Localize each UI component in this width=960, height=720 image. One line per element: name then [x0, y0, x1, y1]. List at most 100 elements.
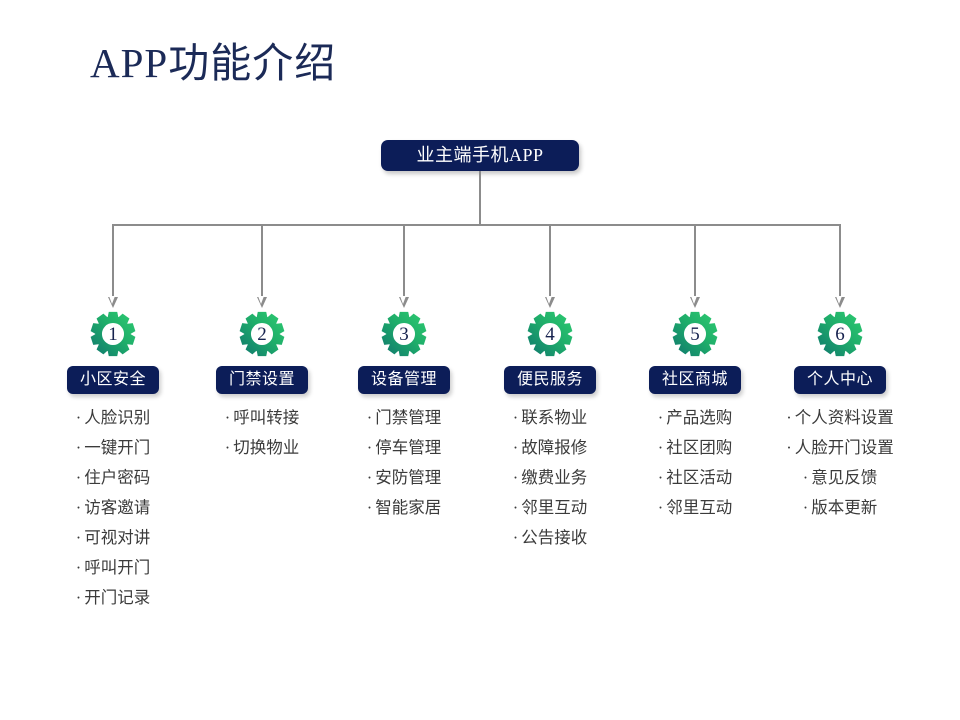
branch-item-list-1: ·人脸识别·一键开门·住户密码·访客邀请·可视对讲·呼叫开门·开门记录	[18, 403, 208, 613]
list-item[interactable]: ·公告接收	[455, 523, 645, 553]
bullet-dot-icon: ·	[512, 438, 519, 457]
list-item[interactable]: ·切换物业	[167, 433, 357, 463]
gear-icon-2[interactable]: 2	[238, 310, 286, 358]
list-item-label: 人脸开门设置	[794, 438, 894, 457]
arrow-head-1	[107, 296, 118, 308]
arrow-head-4	[544, 296, 555, 308]
branch-label-2[interactable]: 门禁设置	[215, 366, 308, 394]
bullet-dot-icon: ·	[786, 408, 792, 427]
list-item-label: 公告接收	[521, 528, 588, 547]
gear-icon-1[interactable]: 1	[89, 310, 137, 358]
list-item[interactable]: ·产品选购	[600, 403, 790, 433]
branch-item-list-6: ·个人资料设置·人脸开门设置·意见反馈·版本更新	[745, 403, 935, 523]
list-item-label: 缴费业务	[521, 468, 588, 487]
connector-root-stem	[479, 171, 481, 224]
branch-label-4[interactable]: 便民服务	[503, 366, 596, 394]
list-item[interactable]: ·一键开门	[18, 433, 208, 463]
list-item[interactable]: ·门禁管理	[309, 403, 499, 433]
connector-horizontal-bus	[113, 224, 840, 226]
list-item-label: 切换物业	[233, 438, 300, 457]
bullet-dot-icon: ·	[75, 588, 82, 607]
list-item-label: 一键开门	[84, 438, 151, 457]
bullet-dot-icon: ·	[512, 528, 519, 547]
list-item-label: 邻里互动	[521, 498, 588, 517]
list-item[interactable]: ·呼叫转接	[167, 403, 357, 433]
list-item-label: 故障报修	[521, 438, 588, 457]
list-item-label: 开门记录	[84, 588, 151, 607]
list-item[interactable]: ·故障报修	[455, 433, 645, 463]
bullet-dot-icon: ·	[366, 408, 373, 427]
list-item-label: 产品选购	[666, 408, 733, 427]
gear-number-6: 6	[835, 324, 845, 345]
bullet-dot-icon: ·	[75, 528, 82, 547]
list-item[interactable]: ·社区团购	[600, 433, 790, 463]
list-item-label: 安防管理	[375, 468, 442, 487]
gear-number-2: 2	[257, 324, 267, 345]
list-item-label: 呼叫开门	[84, 558, 151, 577]
root-node-label: 业主端手机APP	[416, 145, 544, 165]
gear-icon-5[interactable]: 5	[671, 310, 719, 358]
list-item[interactable]: ·版本更新	[745, 493, 935, 523]
bullet-dot-icon: ·	[75, 558, 82, 577]
bullet-dot-icon: ·	[224, 438, 231, 457]
list-item-label: 智能家居	[375, 498, 442, 517]
bullet-dot-icon: ·	[657, 468, 664, 487]
list-item[interactable]: ·邻里互动	[455, 493, 645, 523]
bullet-dot-icon: ·	[802, 498, 809, 517]
list-item-label: 社区团购	[666, 438, 733, 457]
list-item[interactable]: ·住户密码	[18, 463, 208, 493]
list-item[interactable]: ·安防管理	[309, 463, 499, 493]
list-item-label: 联系物业	[521, 408, 588, 427]
list-item[interactable]: ·智能家居	[309, 493, 499, 523]
list-item[interactable]: ·联系物业	[455, 403, 645, 433]
list-item-label: 访客邀请	[84, 498, 151, 517]
list-item-label: 邻里互动	[666, 498, 733, 517]
list-item-label: 版本更新	[811, 498, 878, 517]
branch-label-3[interactable]: 设备管理	[357, 366, 450, 394]
gear-number-4: 4	[545, 324, 555, 345]
gear-icon-4[interactable]: 4	[526, 310, 574, 358]
bullet-dot-icon: ·	[657, 408, 664, 427]
list-item-label: 人脸识别	[84, 408, 151, 427]
list-item[interactable]: ·开门记录	[18, 583, 208, 613]
gear-icon-3[interactable]: 3	[380, 310, 428, 358]
branch-item-list-5: ·产品选购·社区团购·社区活动·邻里互动	[600, 403, 790, 523]
list-item[interactable]: ·可视对讲	[18, 523, 208, 553]
connector-drop-5	[694, 224, 696, 297]
list-item[interactable]: ·社区活动	[600, 463, 790, 493]
branch-label-6[interactable]: 个人中心	[793, 366, 886, 394]
list-item-label: 住户密码	[84, 468, 151, 487]
list-item[interactable]: ·停车管理	[309, 433, 499, 463]
branch-label-5[interactable]: 社区商城	[648, 366, 741, 394]
bullet-dot-icon: ·	[75, 498, 82, 517]
list-item[interactable]: ·邻里互动	[600, 493, 790, 523]
branch-label-1[interactable]: 小区安全	[66, 366, 159, 394]
bullet-dot-icon: ·	[366, 498, 373, 517]
bullet-dot-icon: ·	[802, 468, 809, 487]
gear-number-3: 3	[399, 324, 409, 345]
list-item[interactable]: ·意见反馈	[745, 463, 935, 493]
list-item-label: 社区活动	[666, 468, 733, 487]
list-item[interactable]: ·个人资料设置	[745, 403, 935, 433]
list-item[interactable]: ·缴费业务	[455, 463, 645, 493]
list-item[interactable]: ·人脸识别	[18, 403, 208, 433]
arrow-head-6	[834, 296, 845, 308]
connector-drop-3	[403, 224, 405, 297]
bullet-dot-icon: ·	[512, 408, 519, 427]
branch-item-list-3: ·门禁管理·停车管理·安防管理·智能家居	[309, 403, 499, 523]
branch-item-list-4: ·联系物业·故障报修·缴费业务·邻里互动·公告接收	[455, 403, 645, 553]
bullet-dot-icon: ·	[366, 438, 373, 457]
bullet-dot-icon: ·	[512, 498, 519, 517]
list-item[interactable]: ·访客邀请	[18, 493, 208, 523]
list-item[interactable]: ·呼叫开门	[18, 553, 208, 583]
list-item[interactable]: ·人脸开门设置	[745, 433, 935, 463]
root-node-app[interactable]: 业主端手机APP	[381, 140, 579, 171]
list-item-label: 呼叫转接	[233, 408, 300, 427]
connector-drop-1	[112, 224, 114, 297]
gear-icon-6[interactable]: 6	[816, 310, 864, 358]
